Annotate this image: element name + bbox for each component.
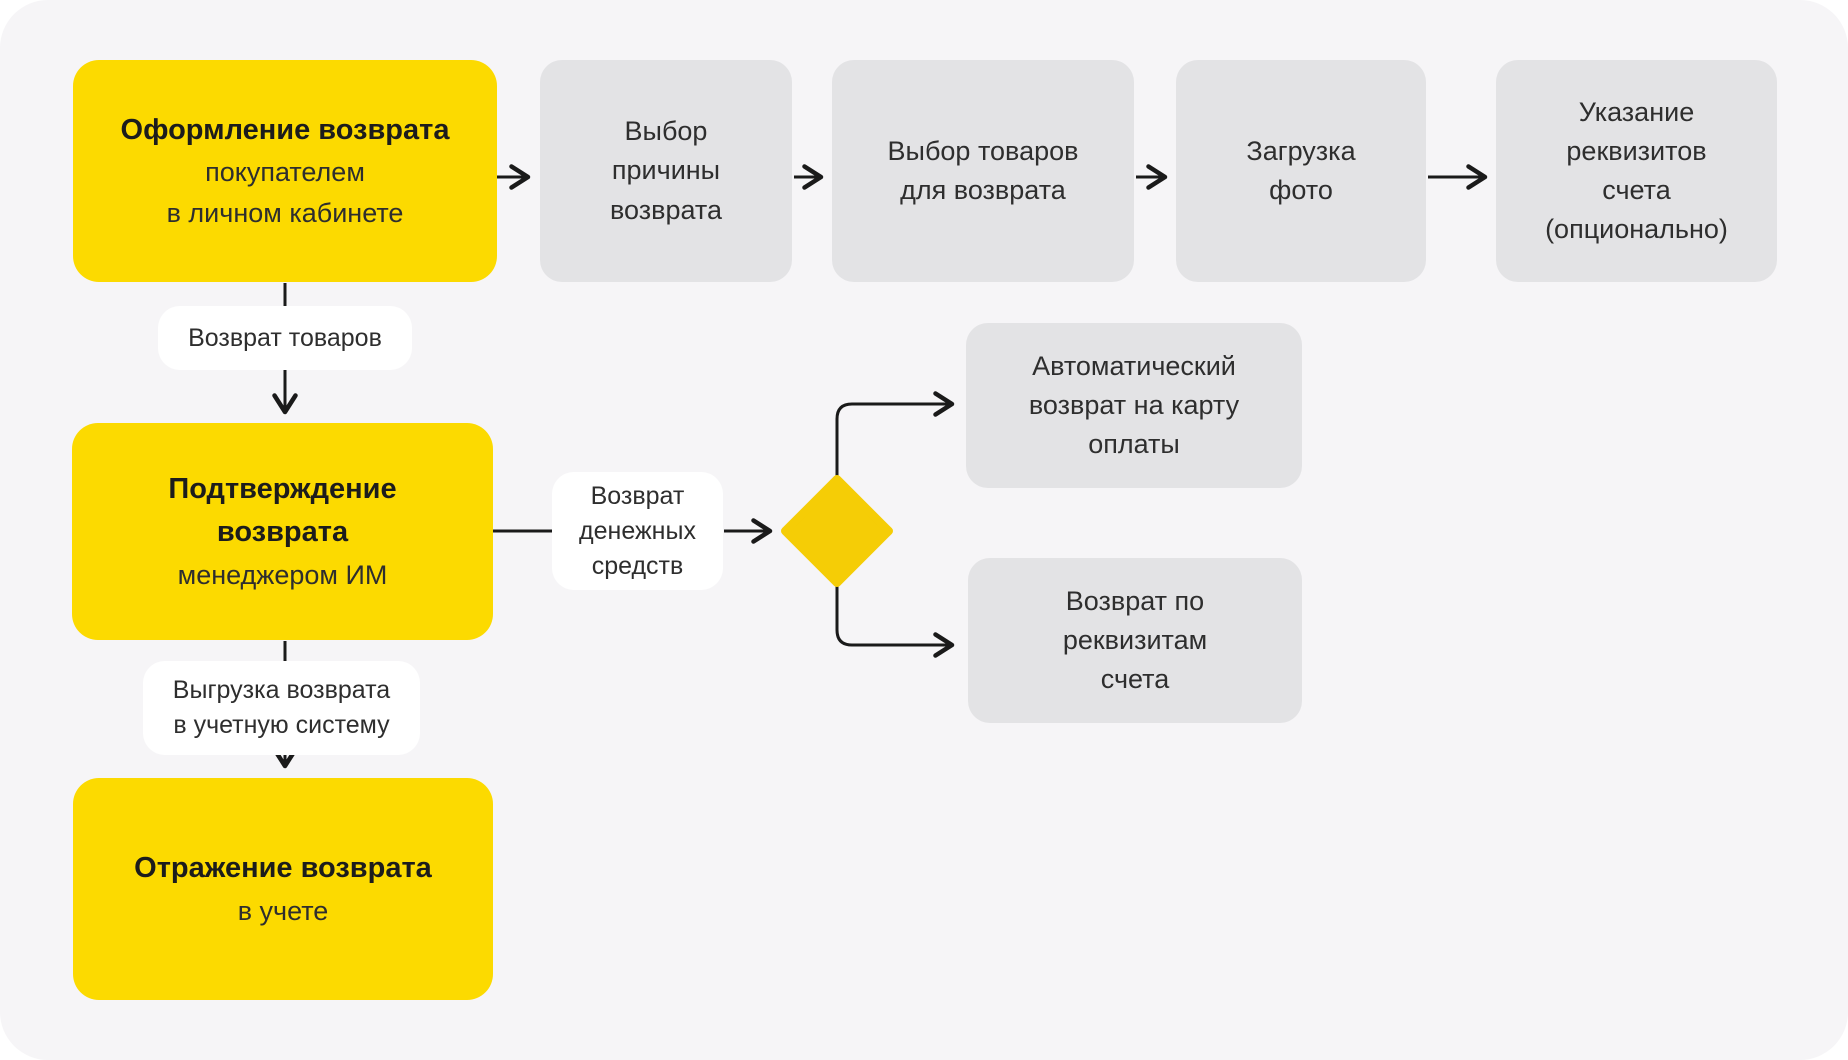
node-confirm-subtitle: менеджером ИМ (177, 559, 388, 590)
node-upload-photo-label: Загрузка фото (1246, 135, 1356, 205)
node-account-details: Указание реквизитов счета (опционально) (1496, 60, 1777, 282)
edge-label-money-refund: Возврат денежных средств (552, 472, 723, 590)
node-reflect: Отражение возврата в учете (73, 778, 493, 1000)
edge-label-unload: Выгрузка возврата в учетную систему (143, 661, 420, 755)
node-auto-refund: Автоматический возврат на карту оплаты (966, 323, 1302, 488)
node-upload-photo: Загрузка фото (1176, 60, 1426, 282)
node-confirm: Подтверждение возврата менеджером ИМ (72, 423, 493, 640)
edge-label-money-refund-text: Возврат денежных средств (579, 481, 696, 580)
node-choose-reason-label: Выбор причины возврата (610, 116, 722, 225)
node-confirm-title: Подтверждение возврата (168, 472, 397, 549)
node-choose-goods-label: Выбор товаров для возврата (887, 135, 1079, 205)
node-auto-refund-label: Автоматический возврат на карту оплаты (1028, 350, 1240, 460)
node-choose-reason: Выбор причины возврата (540, 60, 792, 282)
arrow-diamond-to-auto-refund (835, 391, 955, 478)
arrow-diamond-to-refund-details (835, 584, 955, 658)
node-start-subtitle: покупателем в личном кабинете (166, 157, 404, 228)
node-account-details-label: Указание реквизитов счета (опционально) (1545, 96, 1728, 245)
node-start: Оформление возврата покупателем в личном… (73, 60, 497, 282)
edge-label-goods-return: Возврат товаров (158, 306, 412, 370)
node-choose-goods: Выбор товаров для возврата (832, 60, 1134, 282)
node-start-title: Оформление возврата (120, 113, 450, 146)
edge-label-goods-return-text: Возврат товаров (188, 323, 382, 352)
decision-diamond (781, 475, 893, 587)
node-reflect-title: Отражение возврата (134, 852, 432, 884)
node-reflect-subtitle: в учете (237, 895, 329, 926)
node-refund-by-details-label: Возврат по реквизитам счета (1062, 585, 1208, 695)
node-refund-by-details: Возврат по реквизитам счета (968, 558, 1302, 723)
edge-label-unload-text: Выгрузка возврата в учетную систему (172, 676, 391, 739)
